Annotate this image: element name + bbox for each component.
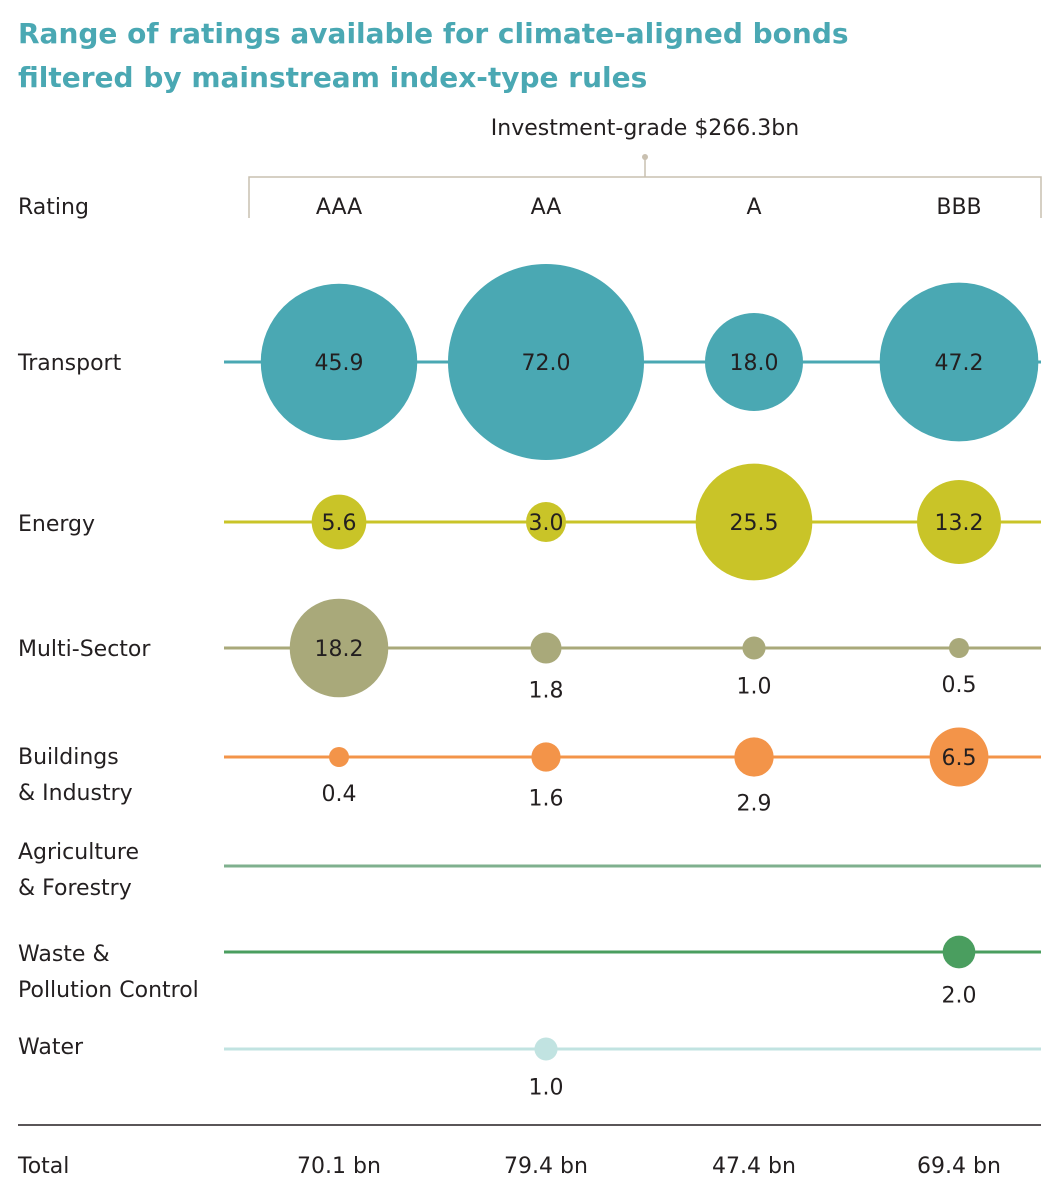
rating-label-bbb: BBB (936, 195, 981, 220)
value-label-buildings-industry-a: 2.9 (737, 792, 772, 817)
row-label-waste-pollution-control: Pollution Control (18, 978, 199, 1003)
rating-label-a: A (746, 195, 761, 220)
value-label-energy-a: 25.5 (730, 511, 779, 536)
row-buildings-industry: Buildings & Industry 0.4 1.6 2.9 6.5 (18, 727, 1041, 817)
bubble-multi-sector-a (742, 636, 766, 660)
value-label-buildings-industry-aaa: 0.4 (322, 782, 357, 807)
row-multi-sector: Multi-Sector 18.2 1.8 1.0 0.5 (18, 598, 1041, 704)
row-label-buildings-industry: & Industry (18, 781, 133, 806)
total-value-a: 47.4 bn (712, 1154, 796, 1179)
value-label-energy-bbb: 13.2 (935, 511, 984, 536)
bubble-multi-sector-bbb (949, 638, 969, 658)
row-label-waste-pollution-control: Waste & (18, 942, 110, 967)
investment-grade-label: Investment-grade $266.3bn (491, 116, 799, 141)
row-label-energy: Energy (18, 512, 95, 537)
row-label-agriculture-forestry: Agriculture (18, 840, 139, 865)
value-label-transport-a: 18.0 (730, 351, 779, 376)
investment-grade-bracket (248, 158, 1042, 218)
bubble-buildings-industry-a (734, 737, 774, 777)
bubble-buildings-industry-aaa (329, 747, 349, 767)
bubble-energy-aa (526, 502, 566, 542)
value-label-buildings-industry-bbb: 6.5 (942, 746, 977, 771)
chart-title-line-2: filtered by mainstream index-type rules (18, 61, 647, 94)
value-label-multi-sector-aa: 1.8 (529, 679, 564, 704)
rating-label-aa: AA (531, 195, 562, 220)
rating-row-header: Rating (18, 195, 89, 220)
total-label: Total (17, 1154, 69, 1179)
total-value-aa: 79.4 bn (504, 1154, 588, 1179)
row-label-agriculture-forestry: & Forestry (18, 876, 132, 901)
value-label-energy-aa: 3.0 (529, 511, 564, 536)
bubble-buildings-industry-bbb (929, 727, 989, 787)
rating-label-aaa: AAA (316, 195, 362, 220)
row-label-transport: Transport (17, 351, 122, 376)
row-label-multi-sector: Multi-Sector (18, 637, 151, 662)
value-label-buildings-industry-aa: 1.6 (529, 787, 564, 812)
bubble-transport-aaa (260, 283, 418, 441)
row-water: Water 1.0 (18, 1035, 1041, 1101)
bubble-energy-aaa (311, 494, 367, 550)
bubble-multi-sector-aa (530, 632, 562, 664)
row-energy: Energy 5.6 3.0 25.5 13.2 (18, 463, 1041, 581)
bubble-energy-bbb (917, 480, 1001, 564)
value-label-water-aa: 1.0 (529, 1076, 564, 1101)
value-label-energy-aaa: 5.6 (322, 511, 357, 536)
row-agriculture-forestry: Agriculture & Forestry (18, 840, 1041, 901)
row-label-water: Water (18, 1035, 84, 1060)
investment-grade-bracket-dot (642, 154, 648, 160)
value-label-multi-sector-a: 1.0 (737, 675, 772, 700)
bubble-water-aa (534, 1037, 558, 1061)
value-label-transport-bbb: 47.2 (935, 351, 984, 376)
bubble-multi-sector-aaa (289, 598, 389, 698)
row-label-buildings-industry: Buildings (18, 745, 119, 770)
value-label-transport-aa: 72.0 (522, 351, 571, 376)
row-waste-pollution-control: Waste & Pollution Control 2.0 (18, 935, 1041, 1008)
row-transport: Transport 45.9 72.0 18.0 47.2 (17, 264, 1041, 460)
bubble-waste-pollution-control-bbb (942, 935, 976, 969)
value-label-transport-aaa: 45.9 (315, 351, 364, 376)
value-label-waste-pollution-control-bbb: 2.0 (942, 983, 977, 1008)
total-value-aaa: 70.1 bn (297, 1154, 381, 1179)
value-label-multi-sector-aaa: 18.2 (315, 637, 364, 662)
totals: 70.1 bn 79.4 bn 47.4 bn 69.4 bn (297, 1154, 1001, 1179)
bubble-energy-a (695, 463, 813, 581)
bubble-transport-aa (448, 264, 644, 460)
bubble-buildings-industry-aa (531, 742, 561, 772)
value-label-multi-sector-bbb: 0.5 (942, 673, 977, 698)
total-value-bbb: 69.4 bn (917, 1154, 1001, 1179)
bubble-transport-bbb (879, 282, 1039, 442)
chart-title-line-1: Range of ratings available for climate-a… (18, 17, 849, 50)
bubble-transport-a (705, 313, 803, 411)
